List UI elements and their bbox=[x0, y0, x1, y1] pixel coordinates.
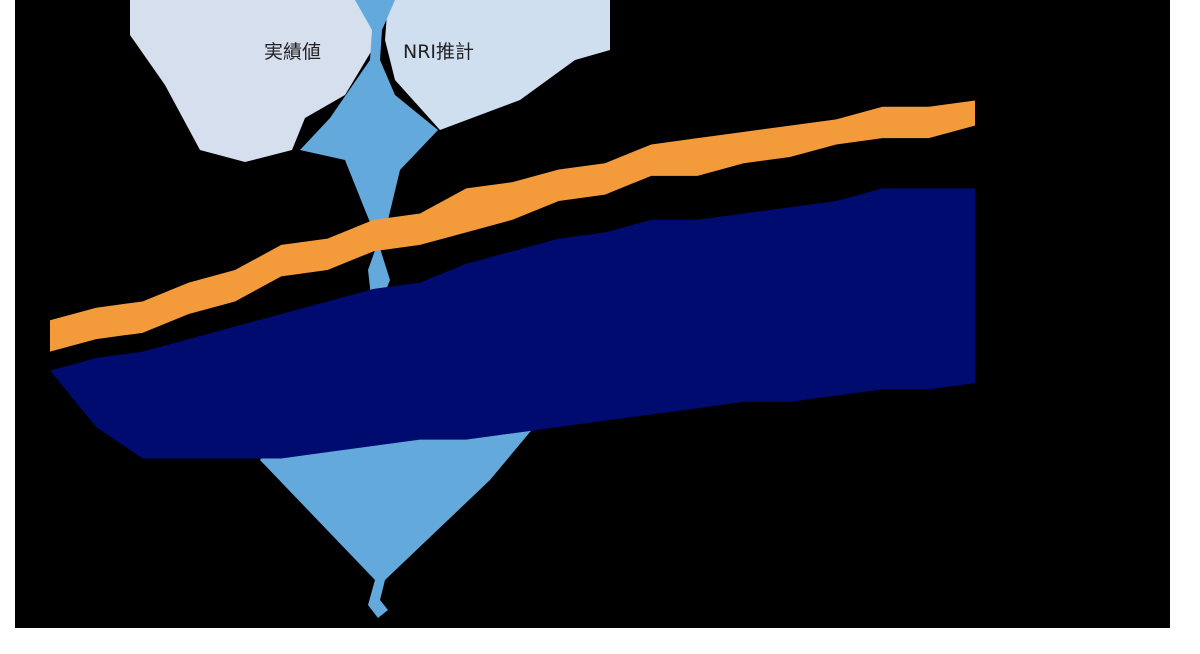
forecast-label: NRI推計 bbox=[403, 41, 474, 63]
divider-band-upper bbox=[300, 0, 438, 242]
actual-label: 実績値 bbox=[264, 41, 321, 63]
orange-band bbox=[50, 100, 975, 352]
forecast-label-panel bbox=[385, 0, 610, 130]
navy-area bbox=[50, 188, 975, 459]
actual-label-panel bbox=[130, 0, 375, 162]
